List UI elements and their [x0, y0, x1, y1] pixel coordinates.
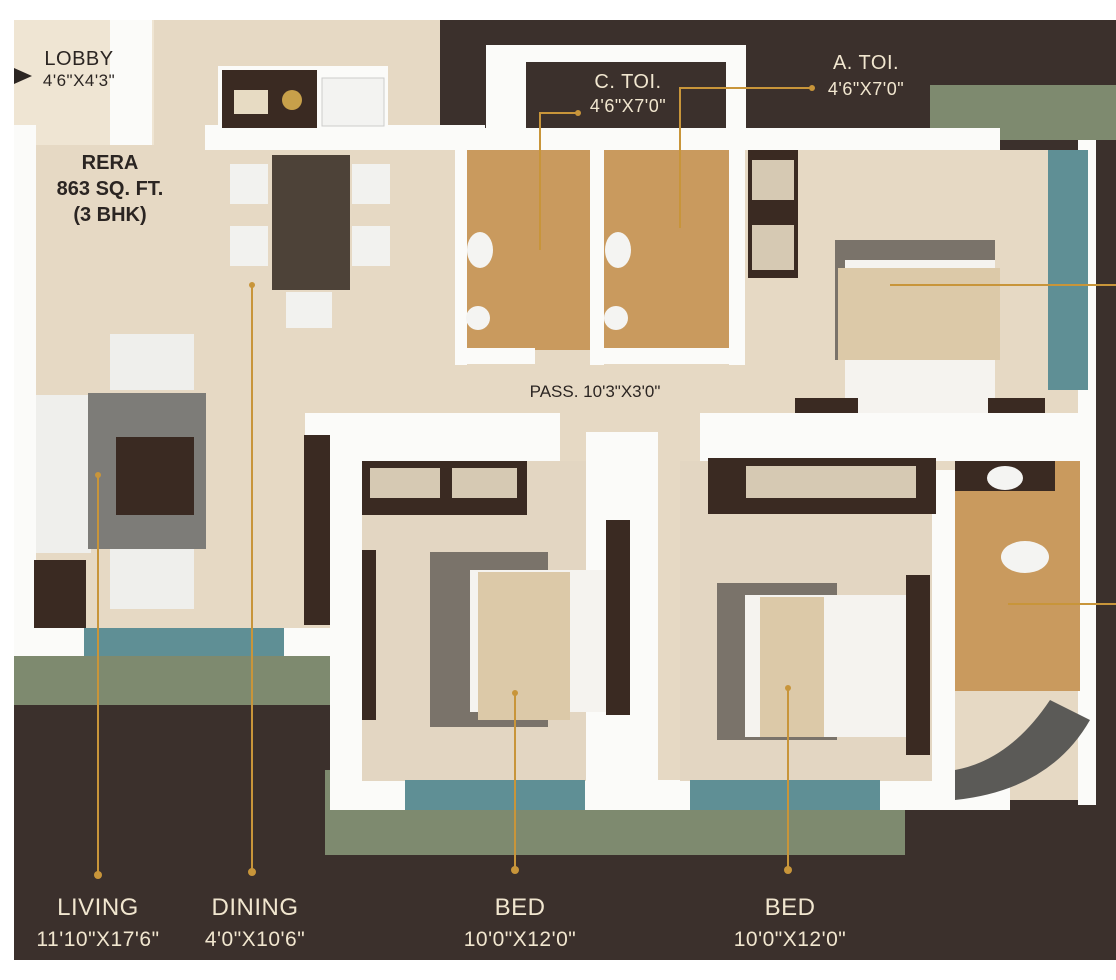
common-toilet-dim: 4'6"X7'0" [589, 96, 667, 116]
wall-lobby-right [110, 20, 152, 145]
wardrobe-shelf [752, 160, 794, 200]
passage-label: PASS. 10'3"X3'0" [529, 382, 661, 401]
bed2-headboard [906, 575, 930, 755]
wall-bed1-left [330, 440, 362, 790]
bed-2-dim: 10'0"X12'0" [733, 928, 847, 951]
bed1-window [405, 780, 585, 810]
common-toilet-name: C. TOI. [594, 71, 662, 93]
dining-label: DINING 4'0"X10'6" [185, 892, 325, 956]
rera-line-3: (3 BHK) [73, 204, 147, 226]
living-side-table [34, 560, 86, 628]
bed2-toilet-basin [987, 466, 1023, 490]
kitchen-sink [321, 77, 385, 127]
bed-1-name: BED [494, 894, 546, 921]
lobby-label: LOBBY 4'6"X4'3" [34, 48, 124, 92]
lobby-name: LOBBY [44, 48, 114, 70]
common-toilet-wall-mid [590, 150, 604, 365]
leader-common-toilet [539, 112, 578, 250]
bed2-balcony-curve [955, 700, 1090, 800]
bed2-toilet-wc [1001, 541, 1049, 573]
bed1-throw [478, 572, 570, 720]
bed-2-name: BED [764, 894, 816, 921]
rera-line-1: RERA [81, 152, 139, 174]
bed2-window [690, 780, 880, 810]
bed1-wardrobe-shelf [370, 468, 440, 498]
common-toilet-wall-bottom [455, 348, 535, 364]
bed-2-label: BED 10'0"X12'0" [715, 892, 865, 956]
attached-toilet-basin [604, 306, 628, 330]
living-label: LIVING 11'10"X17'6" [18, 892, 178, 956]
rera-block: RERA 863 SQ. FT. (3 BHK) [40, 150, 180, 228]
living-coffee-table [116, 437, 194, 515]
living-window [84, 628, 284, 656]
wall-left [14, 125, 36, 655]
common-toilet-basin [466, 306, 490, 330]
bed2-wardrobe-shelf [746, 466, 916, 498]
master-glass-wall [1048, 150, 1088, 390]
common-toilet-label: C. TOI. 4'6"X7'0" [568, 70, 688, 118]
leader-lines [97, 87, 1116, 875]
attached-toilet-wall-bottom [604, 348, 744, 364]
bed1-wardrobe-shelf-2 [452, 468, 517, 498]
entry-arrow-icon [14, 68, 32, 84]
attached-toilet-name: A. TOI. [832, 52, 900, 74]
green-ledge [14, 650, 334, 705]
dining-chair-5 [286, 292, 332, 328]
attached-toilet-dim: 4'6"X7'0" [827, 79, 905, 99]
living-sofa [36, 395, 91, 553]
tv-unit [304, 435, 330, 625]
dining-chair-4 [352, 226, 390, 266]
attached-toilet-label: A. TOI. 4'6"X7'0" [806, 50, 926, 102]
living-armchair-top [110, 334, 194, 390]
bed2-toilet-floor [955, 461, 1080, 691]
living-dim: 11'10"X17'6" [36, 928, 160, 951]
dining-chair-1 [230, 164, 268, 204]
wall-bed2-top [700, 413, 1080, 461]
leader-attached-toilet [679, 87, 812, 228]
leader-dots [94, 85, 815, 879]
living-name: LIVING [57, 894, 139, 921]
living-armchair-bottom [110, 549, 194, 609]
bed1-side-unit [362, 550, 376, 720]
kitchen-note [234, 90, 268, 114]
common-toilet-wall-left [455, 150, 467, 365]
attached-toilet-wc [605, 232, 631, 268]
rera-line-2: 863 SQ. FT. [56, 178, 164, 200]
lobby-dim: 4'6"X4'3" [42, 71, 116, 90]
bed2-throw [760, 597, 824, 737]
dining-chair-3 [352, 164, 390, 204]
kitchen-plant [282, 90, 302, 110]
dining-table [272, 155, 350, 290]
bed1-headboard [606, 520, 630, 715]
dining-dim: 4'0"X10'6" [204, 928, 306, 951]
toilet-block-shaft [526, 62, 726, 128]
bed-1-label: BED 10'0"X12'0" [445, 892, 595, 956]
master-bed-throw [838, 268, 1000, 360]
bed-1-dim: 10'0"X12'0" [463, 928, 577, 951]
attached-toilet-wall-right [729, 150, 745, 365]
dining-name: DINING [211, 894, 299, 921]
common-toilet-wc [467, 232, 493, 268]
wardrobe-shelf-2 [752, 225, 794, 270]
dining-chair-2 [230, 226, 268, 266]
wall-bed2-right [930, 470, 955, 790]
